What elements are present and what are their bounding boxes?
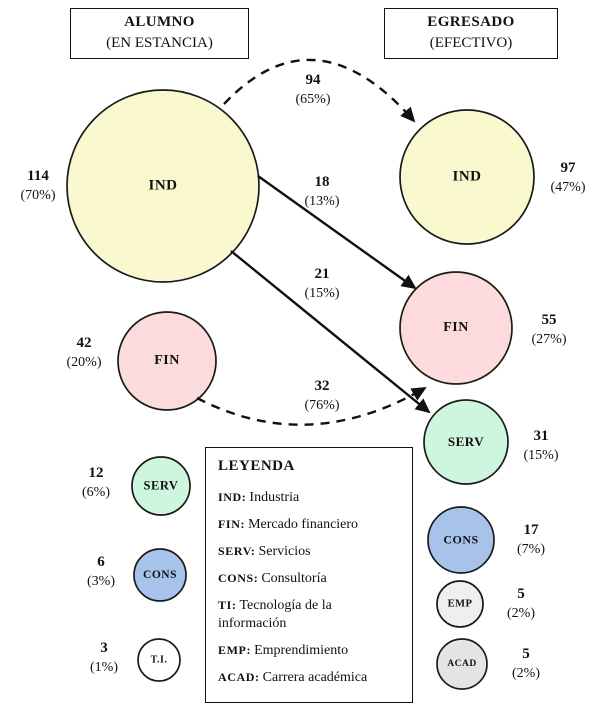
flow-label-ind-to-serv: 21 (15%) bbox=[304, 266, 340, 301]
legend-entry-ti: TI:Tecnología de la información bbox=[218, 598, 332, 631]
node-circle-alumno-cons bbox=[133, 548, 187, 602]
flow-label-fin-to-fin: 32 (76%) bbox=[304, 378, 340, 413]
node-label-alumno-ti: T.I. bbox=[150, 654, 168, 666]
node-label-alumno-cons: CONS bbox=[143, 569, 177, 581]
count-label-alumno-fin: 42 (20%) bbox=[66, 335, 102, 370]
header-title-egresado: EGRESADO bbox=[427, 14, 515, 30]
node-label-egresado-fin: FIN bbox=[443, 320, 469, 335]
node-label-egresado-ind: IND bbox=[452, 168, 482, 185]
flow-label-ind-to-ind: 94 (65%) bbox=[295, 72, 331, 107]
count-label-alumno-serv: 12 (6%) bbox=[82, 465, 110, 500]
count-label-alumno-ti: 3 (1%) bbox=[90, 640, 118, 675]
header-subtitle-egresado: (EFECTIVO) bbox=[429, 35, 513, 51]
node-circle-egresado-cons bbox=[427, 506, 495, 574]
header-box-alumno: ALUMNO (EN ESTANCIA) bbox=[70, 8, 249, 59]
node-circle-egresado-fin bbox=[399, 271, 513, 385]
node-circle-egresado-serv bbox=[423, 399, 509, 485]
legend-entry-acad: ACAD:Carrera académica bbox=[218, 670, 368, 685]
node-label-alumno-fin: FIN bbox=[154, 353, 180, 368]
legend-entry-cons: CONS:Consultoría bbox=[218, 571, 327, 586]
legend-entry-ind: IND:Industria bbox=[218, 490, 300, 505]
node-label-alumno-ind: IND bbox=[148, 177, 178, 194]
node-circle-alumno-ind bbox=[66, 89, 260, 283]
header-subtitle-alumno: (EN ESTANCIA) bbox=[106, 35, 213, 51]
flow-arrow-ind-to-fin bbox=[257, 175, 417, 290]
node-circle-egresado-acad bbox=[436, 638, 488, 690]
legend-title: LEYENDA bbox=[218, 458, 295, 474]
count-label-egresado-fin: 55 (27%) bbox=[531, 312, 567, 347]
legend-entry-emp: EMP:Emprendimiento bbox=[218, 643, 349, 658]
node-circle-egresado-ind bbox=[399, 109, 535, 245]
node-label-egresado-acad: ACAD bbox=[447, 659, 477, 669]
flow-arrow-fin-to-fin bbox=[196, 386, 427, 426]
node-circle-alumno-serv bbox=[131, 456, 191, 516]
count-label-egresado-ind: 97 (47%) bbox=[550, 160, 586, 195]
node-label-alumno-serv: SERV bbox=[143, 478, 179, 493]
flow-arrow-ind-to-serv bbox=[230, 250, 431, 414]
flow-label-ind-to-fin: 18 (13%) bbox=[304, 174, 340, 209]
node-circle-egresado-emp bbox=[436, 580, 484, 628]
header-title-alumno: ALUMNO bbox=[124, 14, 195, 30]
count-label-alumno-cons: 6 (3%) bbox=[87, 554, 115, 589]
header-box-egresado: EGRESADO (EFECTIVO) bbox=[384, 8, 558, 59]
legend-box: LEYENDA IND:Industria FIN:Mercado financ… bbox=[205, 447, 413, 703]
node-circle-alumno-ti bbox=[137, 638, 181, 682]
count-label-egresado-serv: 31 (15%) bbox=[523, 428, 559, 463]
node-label-egresado-cons: CONS bbox=[443, 532, 479, 547]
node-label-egresado-serv: SERV bbox=[447, 434, 485, 449]
count-label-egresado-acad: 5 (2%) bbox=[512, 646, 540, 681]
count-label-alumno-ind: 114 (70%) bbox=[20, 168, 56, 203]
legend-entry-fin: FIN:Mercado financiero bbox=[218, 517, 359, 532]
node-circle-alumno-fin bbox=[117, 311, 217, 411]
count-label-egresado-emp: 5 (2%) bbox=[507, 586, 535, 621]
node-label-egresado-emp: EMP bbox=[447, 598, 473, 610]
count-label-egresado-cons: 17 (7%) bbox=[517, 522, 545, 557]
legend-entry-serv: SERV:Servicios bbox=[218, 544, 311, 559]
